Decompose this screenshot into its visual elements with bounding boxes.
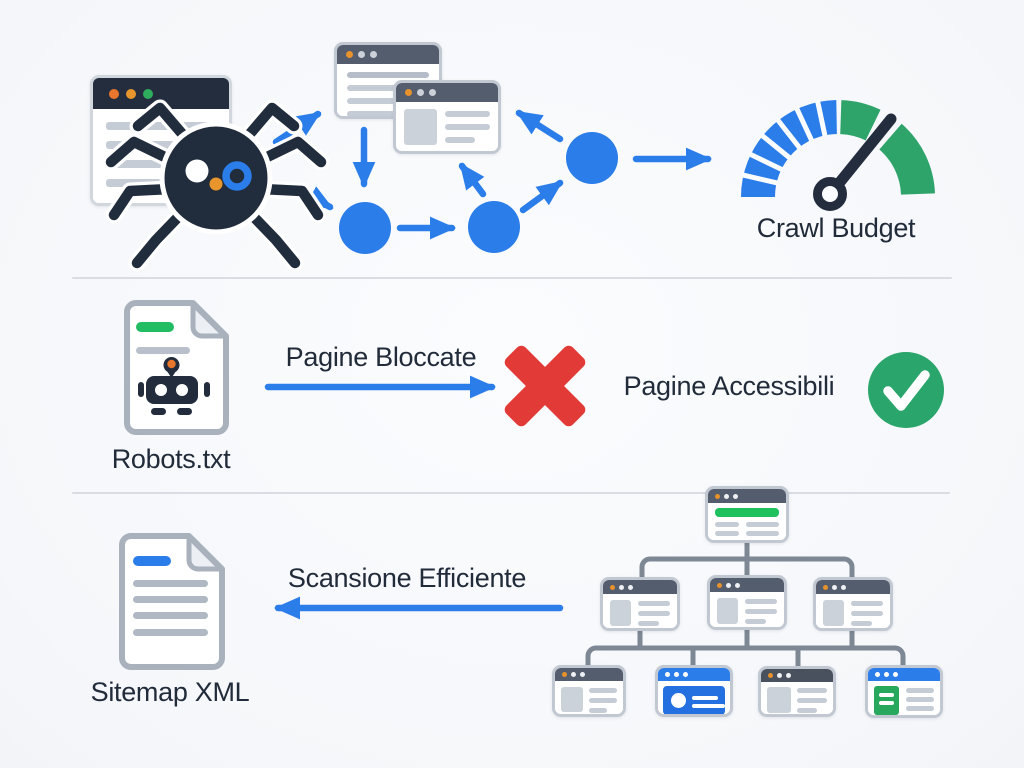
window-content	[603, 594, 677, 628]
window-dot-icon	[143, 88, 153, 99]
window-dot-icon	[683, 672, 688, 677]
window-titlebar	[93, 78, 229, 109]
window-dot-icon	[786, 673, 791, 678]
window-dot-icon	[884, 672, 889, 677]
window-content	[761, 682, 833, 714]
window-titlebar	[555, 668, 623, 681]
window-titlebar	[761, 669, 833, 682]
efficient-crawl-label: Scansione Efficiente	[287, 563, 527, 593]
sitemap-file-label: Sitemap XML	[90, 677, 250, 707]
window-dot-icon	[109, 88, 119, 99]
robots-txt-file-icon	[124, 300, 229, 435]
window-content	[93, 109, 229, 203]
separator-top	[72, 277, 952, 279]
robot-icon	[138, 357, 210, 415]
window-dot-icon	[717, 582, 722, 588]
window-titlebar	[603, 580, 677, 594]
window-dot-icon	[417, 89, 424, 96]
window-dot-icon	[823, 584, 828, 590]
window-titlebar	[816, 580, 890, 594]
window-dot-icon	[405, 89, 412, 96]
tree-leaf-page-featured	[655, 665, 733, 717]
tree-category-page	[813, 577, 893, 631]
pages-accessible-label: Pagine Accessibili	[623, 371, 835, 401]
window-dot-icon	[875, 672, 880, 677]
crawl-budget-gauge-icon	[740, 99, 935, 211]
window-dot-icon	[562, 672, 567, 677]
robots-file-label: Robots.txt	[111, 444, 231, 474]
window-dot-icon	[674, 672, 679, 677]
browser-window-crawled	[393, 80, 501, 154]
window-dot-icon	[610, 584, 615, 590]
window-dot-icon	[580, 672, 585, 677]
window-dot-icon	[715, 493, 720, 499]
tree-leaf-page	[758, 666, 836, 717]
window-dot-icon	[126, 88, 136, 99]
window-titlebar	[708, 489, 786, 503]
red-x-icon	[504, 345, 586, 427]
window-dot-icon	[735, 582, 740, 588]
window-dot-icon	[724, 493, 729, 499]
window-dot-icon	[619, 584, 624, 590]
tree-root-page	[705, 486, 789, 543]
separator-bottom	[72, 492, 950, 494]
window-dot-icon	[733, 493, 738, 499]
window-dot-icon	[370, 51, 377, 58]
window-titlebar	[337, 45, 439, 64]
green-check-icon	[868, 352, 944, 428]
window-dot-icon	[841, 584, 846, 590]
window-dot-icon	[768, 673, 773, 678]
tree-leaf-page-featured	[865, 665, 943, 718]
window-titlebar	[658, 668, 730, 681]
crawl-budget-label: Crawl Budget	[756, 213, 916, 243]
window-dot-icon	[893, 672, 898, 677]
window-dot-icon	[358, 51, 365, 58]
gauge-needle	[830, 113, 897, 193]
window-content	[708, 503, 786, 540]
window-content	[868, 681, 940, 715]
window-titlebar	[396, 83, 498, 102]
window-dot-icon	[571, 672, 576, 677]
window-titlebar	[710, 578, 784, 592]
tree-leaf-page	[552, 665, 626, 717]
window-content	[658, 681, 730, 714]
window-dot-icon	[777, 673, 782, 678]
browser-window-source	[90, 75, 232, 206]
window-content	[710, 592, 784, 627]
window-content	[555, 681, 623, 714]
window-dot-icon	[429, 89, 436, 96]
window-dot-icon	[665, 672, 670, 677]
window-content	[816, 594, 890, 628]
pages-blocked-label: Pagine Bloccate	[285, 342, 477, 372]
window-titlebar	[868, 668, 940, 681]
tree-category-page	[600, 577, 680, 631]
tree-category-page	[707, 575, 787, 630]
window-dot-icon	[346, 51, 353, 58]
window-dot-icon	[628, 584, 633, 590]
window-content	[396, 102, 498, 151]
window-dot-icon	[726, 582, 731, 588]
sitemap-xml-file-icon	[119, 533, 225, 670]
window-dot-icon	[832, 584, 837, 590]
